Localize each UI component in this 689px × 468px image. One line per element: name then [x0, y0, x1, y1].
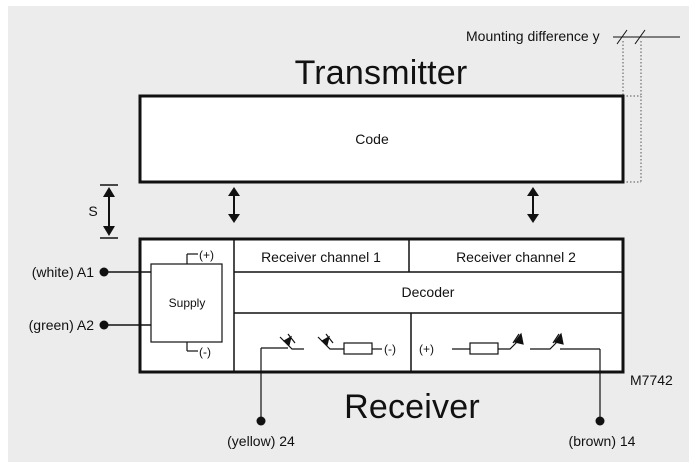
supply-plus-label: (+) — [199, 248, 214, 262]
supply-label: Supply — [169, 296, 206, 310]
transmitter-box — [138, 94, 625, 184]
receiver-dividers — [233, 239, 623, 372]
mounting-difference-marker — [613, 29, 680, 45]
terminal-a1-connector — [99, 267, 151, 277]
signal-arrow-left — [228, 187, 240, 223]
channel-2-plus-label: (+) — [419, 342, 434, 356]
receiver-box — [138, 237, 625, 374]
channel-2-output-circuit — [452, 332, 601, 420]
receiver-channel-1-label: Receiver channel 1 — [261, 249, 381, 265]
supply-minus-label: (-) — [199, 345, 211, 359]
transmitter-title: Transmitter — [295, 54, 468, 92]
terminal-a2-connector — [99, 320, 151, 330]
supply-rail-wires — [186, 253, 198, 352]
terminal-14-dot — [595, 416, 605, 426]
terminal-24-label: (yellow) 24 — [227, 433, 295, 449]
channel-1-output-circuit — [260, 333, 382, 420]
terminal-14-label: (brown) 14 — [569, 433, 636, 449]
channel-1-minus-label: (-) — [384, 342, 396, 356]
terminal-a2-label: (green) A2 — [29, 317, 95, 333]
supply-box — [150, 263, 223, 343]
signal-arrow-right — [527, 187, 539, 223]
decoder-label: Decoder — [402, 284, 455, 300]
distance-s-arrow — [100, 184, 118, 239]
terminal-a1-label: (white) A1 — [32, 264, 94, 280]
figure-code: M7742 — [630, 372, 673, 388]
terminal-24-dot — [256, 416, 266, 426]
receiver-channel-2-label: Receiver channel 2 — [456, 249, 576, 265]
diagram-background — [8, 6, 689, 462]
receiver-title: Receiver — [344, 388, 480, 426]
mounting-difference-label: Mounting difference y — [466, 28, 600, 44]
code-label: Code — [355, 131, 389, 147]
distance-s-label: S — [88, 203, 97, 219]
